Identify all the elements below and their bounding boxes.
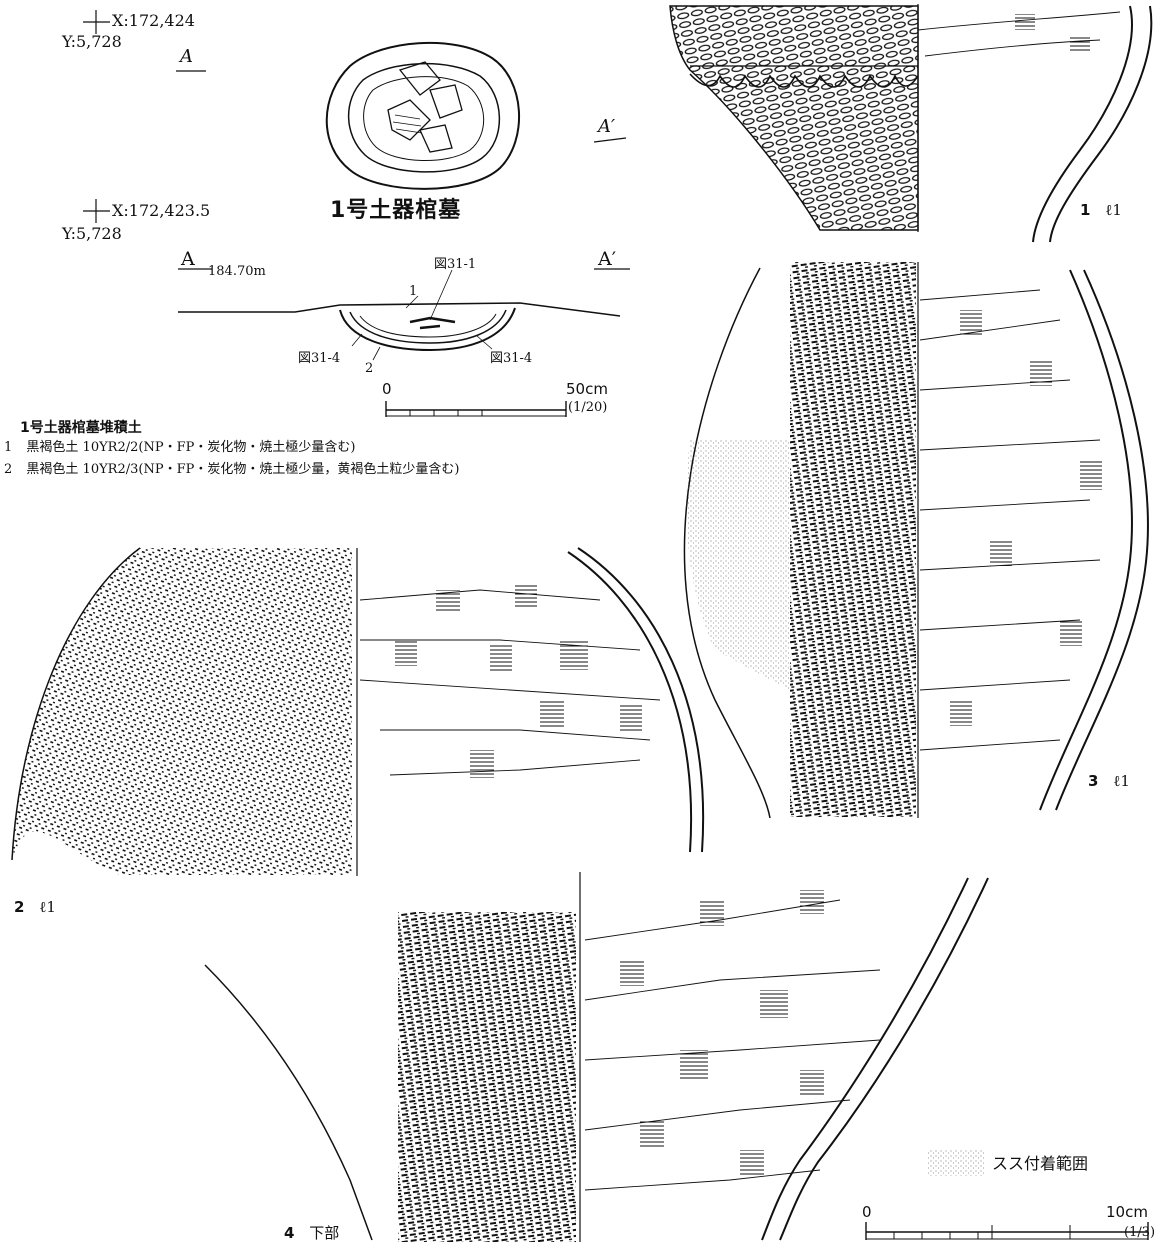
strata-row: 2 黒褐色土 10YR2/3(NP・FP・炭化物・焼土極少量，黄褐色土粒少量含む…: [4, 463, 459, 476]
artifact-2-note: ℓ1: [39, 898, 56, 916]
coord-1-x: X:172,424: [112, 11, 195, 30]
plan-label-a: A: [180, 46, 193, 67]
callout-right: 図31-4: [490, 351, 533, 366]
artifact-2-caption: 2 ℓ1: [14, 900, 56, 915]
artifact-4-drawing: [204, 872, 989, 1242]
strata-row: 1 黒褐色土 10YR2/2(NP・FP・炭化物・焼土極少量含む): [4, 441, 355, 454]
artifact-1-drawing: [669, 4, 1153, 243]
artifact-3-drawing: [683, 262, 1149, 819]
strata-row-no: 1: [4, 440, 13, 455]
artifact-1-no: 1: [1080, 201, 1091, 219]
strata-row-no: 2: [4, 462, 13, 477]
section-label-a: A: [181, 248, 195, 270]
callout-left: 図31-4: [298, 351, 341, 366]
strata-heading: 1号土器棺墓堆積土: [20, 420, 142, 436]
coord-2-y: Y:5,728: [62, 224, 122, 243]
artifact-1-note: ℓ1: [1105, 201, 1122, 219]
artifact-2-drawing: [11, 547, 705, 876]
artifact-1-caption: 1 ℓ1: [1080, 203, 1122, 218]
artifact-3-caption: 3 ℓ1: [1088, 774, 1130, 789]
section-elevation: 184.70m: [208, 264, 266, 279]
scale-50-ratio: (1/20): [568, 400, 608, 415]
artifact-3-note: ℓ1: [1113, 772, 1130, 790]
artifact-4-caption: 4 下部: [284, 1226, 339, 1241]
section-label-a-prime: A′: [598, 248, 617, 270]
figure-title: 1号土器棺墓: [330, 198, 462, 223]
soot-legend-label: スス付着範囲: [992, 1154, 1089, 1173]
artifact-3-no: 3: [1088, 772, 1099, 790]
scale-50-zero: 0: [382, 380, 392, 398]
coord-2-x: X:172,423.5: [112, 201, 211, 220]
plan-label-a-prime: A′: [598, 116, 616, 137]
strata-row-text: 黒褐色土 10YR2/2(NP・FP・炭化物・焼土極少量含む): [26, 440, 356, 455]
layer-1-label: 1: [409, 284, 418, 299]
scale-10-zero: 0: [862, 1203, 872, 1221]
plan-view: [83, 10, 627, 190]
scale-bar-10cm: [865, 1222, 1149, 1240]
scale-bar-50cm: [385, 401, 567, 417]
soot-legend-swatch: [928, 1150, 984, 1176]
callout-top: 図31-1: [434, 257, 477, 272]
section-view: [83, 199, 630, 361]
scale-10-max: 10cm: [1106, 1203, 1148, 1221]
artifact-4-no: 4: [284, 1224, 295, 1242]
layer-2-label: 2: [365, 361, 374, 376]
artifact-4-note: 下部: [309, 1224, 340, 1242]
scale-50-max: 50cm: [566, 380, 608, 398]
artifact-2-no: 2: [14, 898, 25, 916]
coord-1-y: Y:5,728: [62, 32, 122, 51]
strata-row-text: 黒褐色土 10YR2/3(NP・FP・炭化物・焼土極少量，黄褐色土粒少量含む): [26, 462, 460, 477]
scale-10-ratio: (1/3): [1124, 1225, 1156, 1240]
